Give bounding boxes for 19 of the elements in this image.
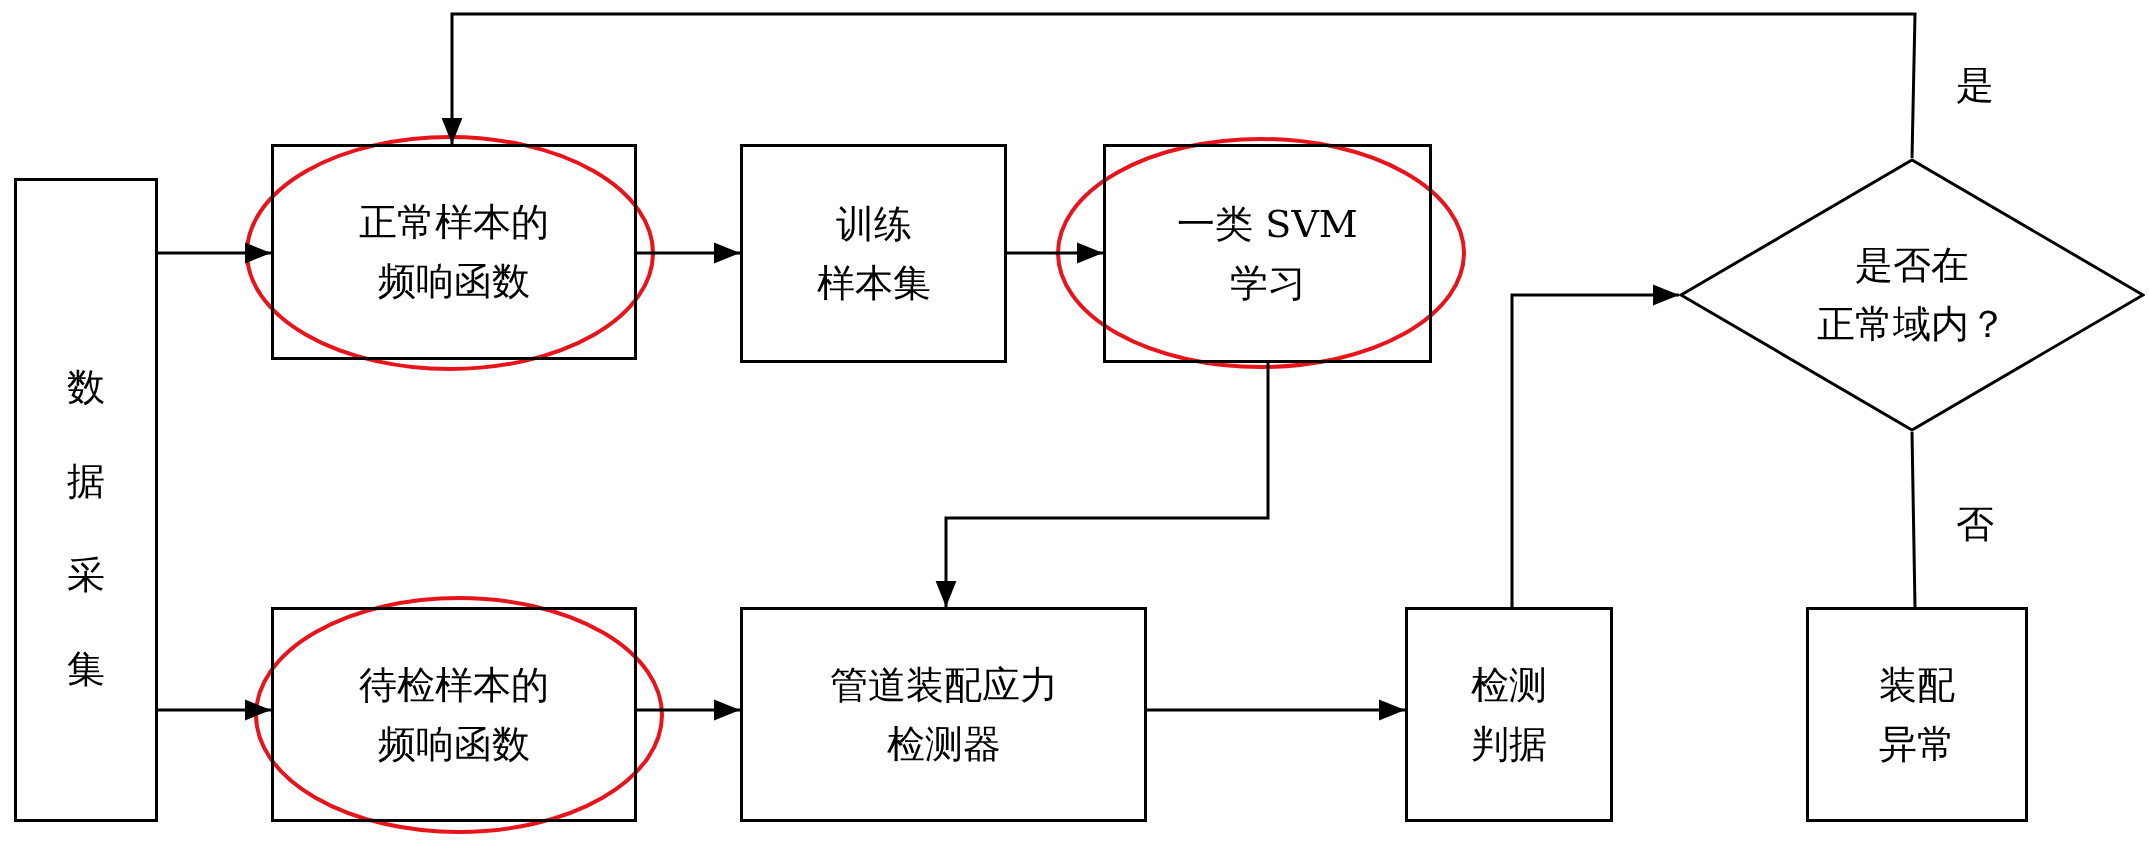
arrow xyxy=(158,699,271,721)
process-box: 正常样本的频响函数 xyxy=(271,144,637,360)
arrow xyxy=(1007,242,1103,264)
process-box: 数据采集 xyxy=(14,178,158,822)
process-box: 待检样本的频响函数 xyxy=(271,607,637,822)
arrow xyxy=(1510,284,1679,607)
arrow xyxy=(441,12,1917,159)
connector-line xyxy=(1910,431,1917,608)
process-box: 管道装配应力检测器 xyxy=(740,607,1147,822)
process-box: 一类 SVM学习 xyxy=(1103,144,1432,363)
process-box: 检测判据 xyxy=(1405,607,1613,822)
process-box: 训练样本集 xyxy=(740,144,1007,363)
arrow xyxy=(158,242,271,264)
arrow xyxy=(637,242,740,264)
process-box: 装配异常 xyxy=(1806,607,2028,822)
arrow xyxy=(935,363,1270,607)
arrow xyxy=(1147,699,1405,721)
decision-diamond: 是否在正常域内？ xyxy=(1679,158,2145,432)
arrow xyxy=(637,699,740,721)
